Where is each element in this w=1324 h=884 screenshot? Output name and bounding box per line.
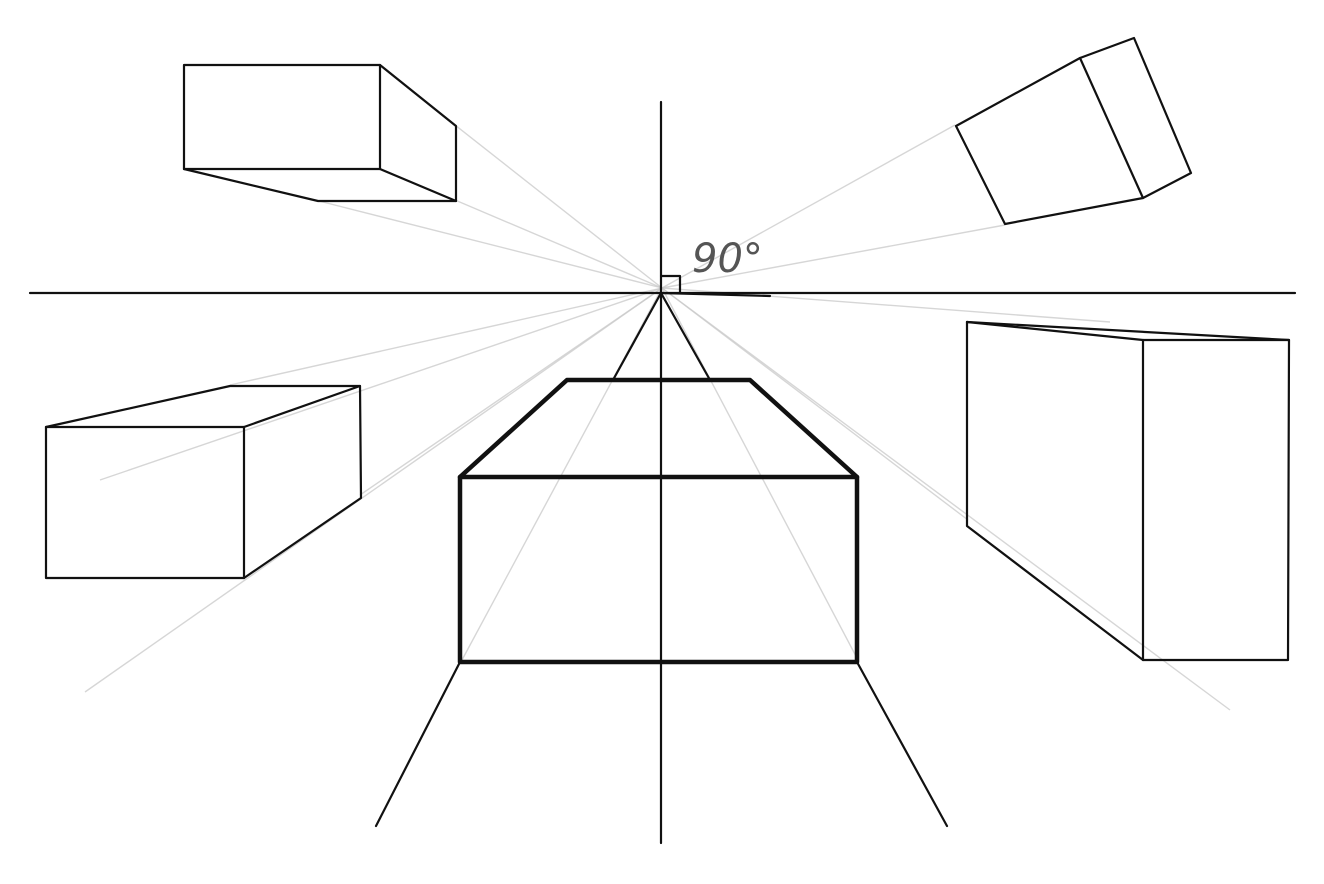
box-center <box>374 291 949 828</box>
guide-line <box>454 199 663 289</box>
guide-line <box>454 124 663 289</box>
guide-line <box>84 287 663 693</box>
guide-line <box>314 199 663 289</box>
box-bottom-left <box>44 384 363 580</box>
guide-line <box>99 287 663 481</box>
box-bottom-right <box>965 320 1291 662</box>
guide-line <box>661 287 969 521</box>
angle-ray <box>659 291 772 298</box>
right-angle-marker <box>659 274 682 295</box>
guide-line <box>661 287 859 661</box>
guide-line <box>229 287 663 386</box>
box-top-right <box>954 36 1193 226</box>
angle-label: 90° <box>692 236 763 282</box>
construction-lines <box>84 124 1231 711</box>
guide-line <box>661 124 956 289</box>
box-top-left <box>182 63 458 203</box>
guide-line <box>661 224 1006 289</box>
guide-line <box>661 287 1231 711</box>
